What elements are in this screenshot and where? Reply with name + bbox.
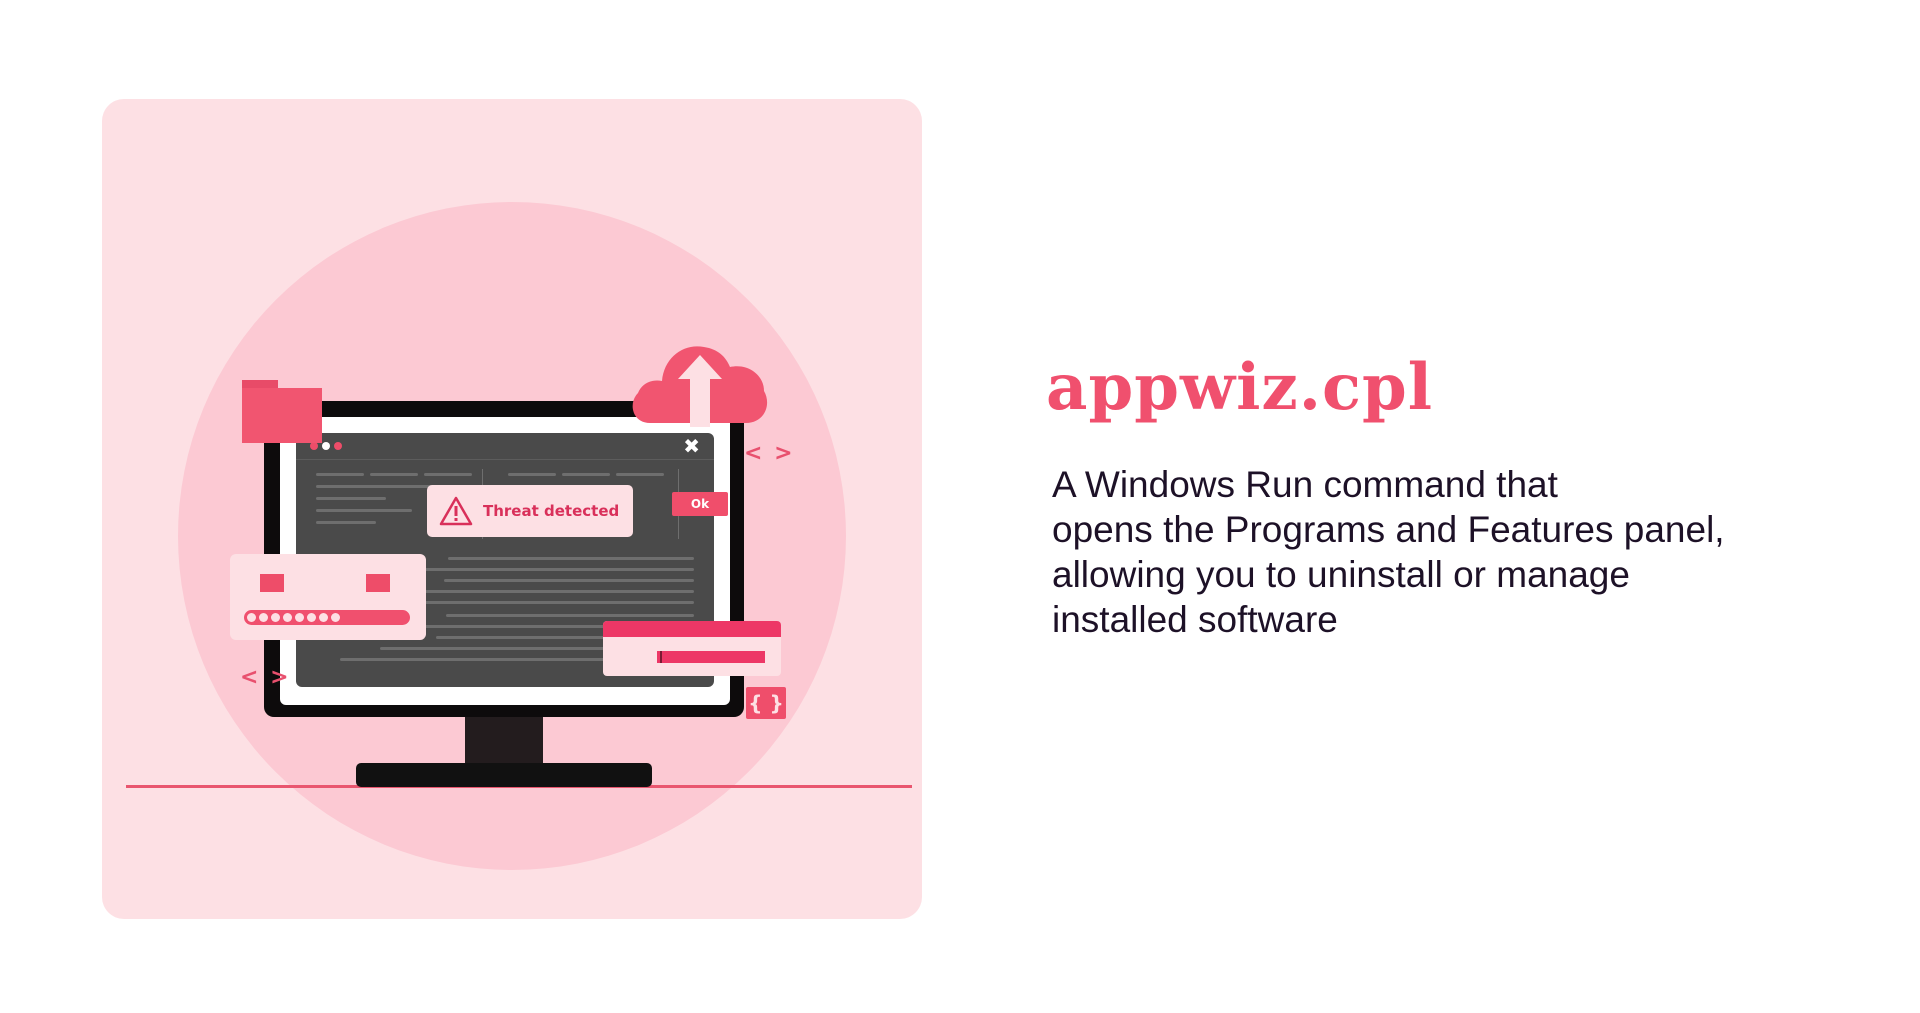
page-title: appwiz.cpl [1046,350,1434,425]
monitor-base [356,763,652,787]
code-tag-icon: < > [744,441,795,466]
ok-button: Ok [672,492,728,516]
close-icon: ✖ [683,434,700,458]
folder-icon [260,574,284,592]
password-field [244,610,410,625]
threat-label: Threat detected [483,502,620,520]
password-card [230,554,426,640]
folder-icon [242,380,322,443]
progress-card-header [603,621,781,637]
code-braces-icon: { } [746,687,786,719]
window-titlebar: ✖ [296,433,714,460]
window-dot-icon [322,442,330,450]
description-line: A Windows Run command that [1052,464,1558,505]
threat-detected-popup: Threat detected [427,485,633,537]
window-dot-icon [310,442,318,450]
code-tag-icon: < > [240,665,291,690]
monitor-stand [465,715,543,769]
progress-bar [657,651,765,663]
window-dot-icon [334,442,342,450]
progress-card [603,621,781,676]
description: A Windows Run command that opens the Pro… [1052,462,1852,642]
illustration-card: ✖ < > < > [102,99,922,919]
folder-icon [366,574,390,592]
warning-triangle-icon [439,496,473,526]
description-line: allowing you to uninstall or manage [1052,554,1630,595]
cloud-upload-icon [632,346,768,427]
description-line: installed software [1052,599,1338,640]
description-line: opens the Programs and Features panel, [1052,509,1725,550]
